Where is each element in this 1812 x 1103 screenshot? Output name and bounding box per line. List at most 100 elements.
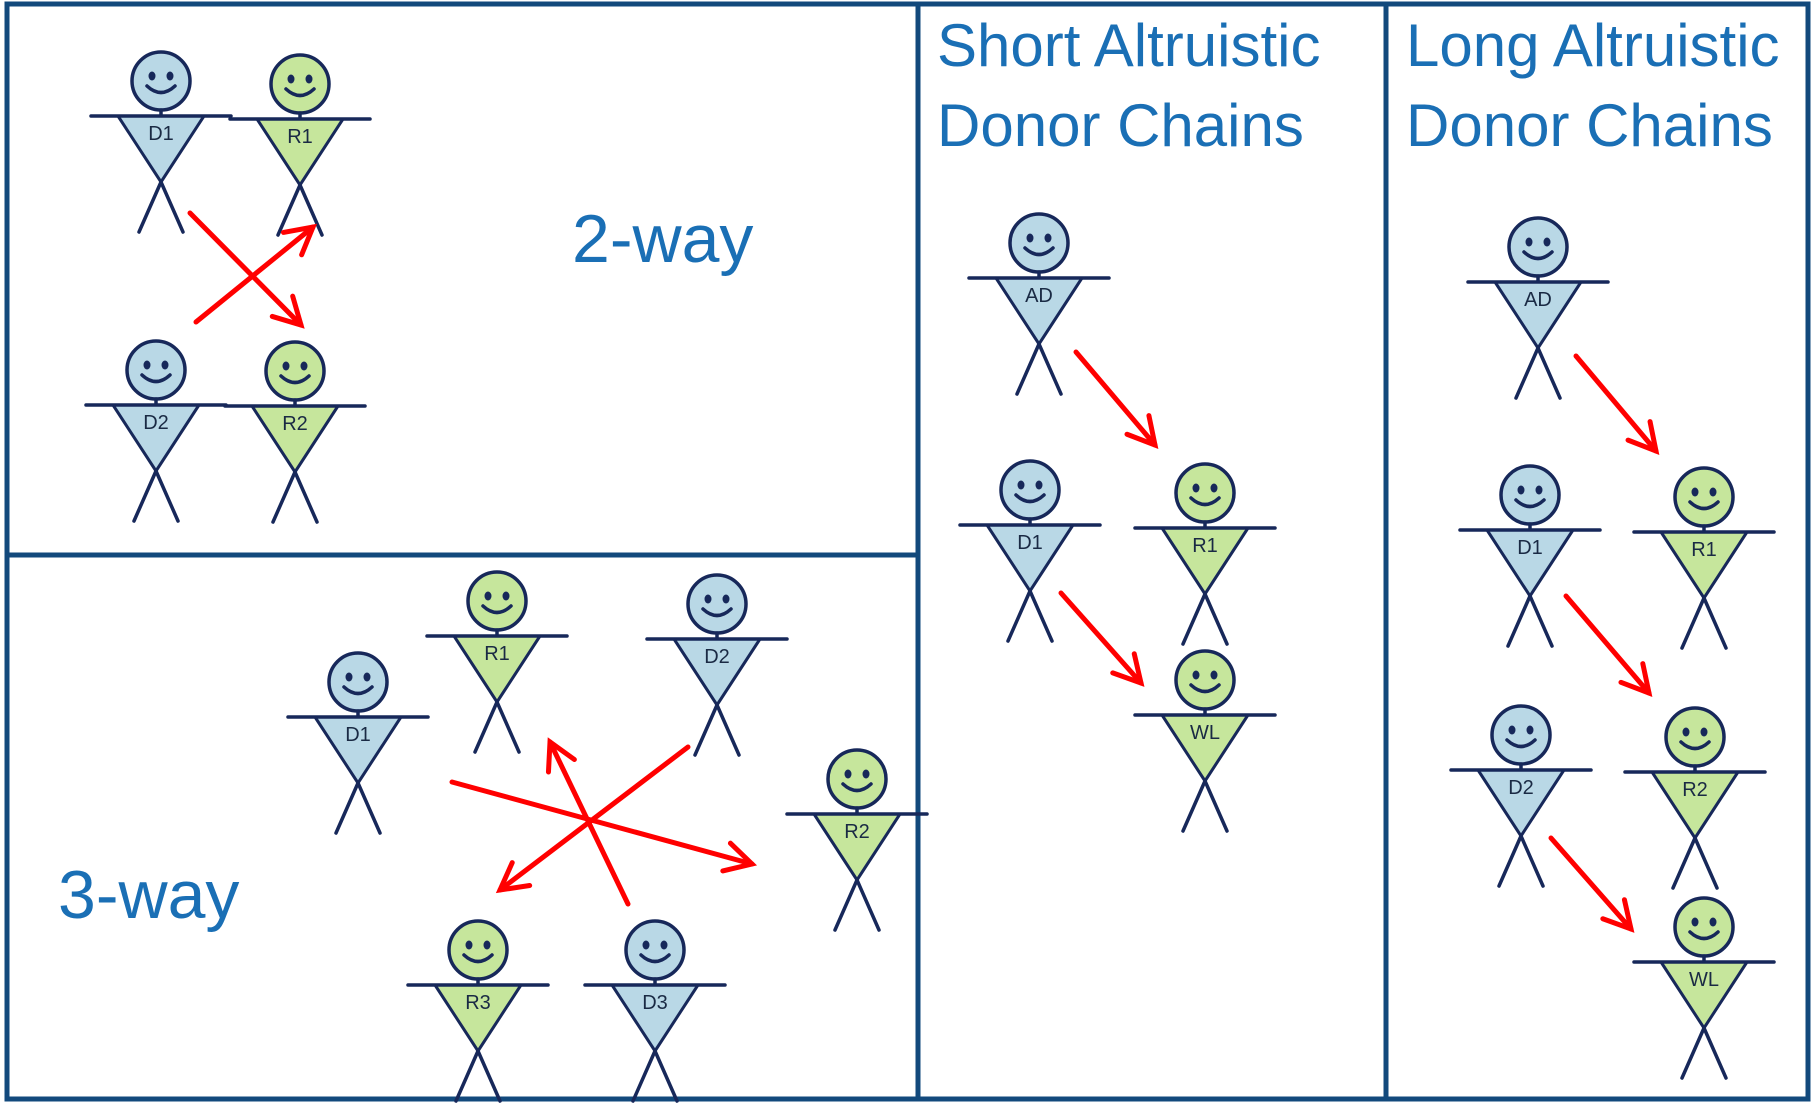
arrow-three-way-d3-to-r1 (545, 737, 631, 907)
person-long-chain-wl: WL (1632, 896, 1776, 1080)
left-leg-line (1006, 589, 1032, 643)
smiley-head-icon (624, 919, 686, 981)
eye-icon (1192, 483, 1200, 493)
smiley-head-icon (1664, 706, 1726, 768)
left-leg-line (833, 878, 859, 932)
arrow-short-chain-d1-to-wl (1058, 590, 1145, 687)
person-label: AD (1025, 285, 1053, 307)
smile-icon (140, 373, 172, 384)
person-label: AD (1524, 289, 1552, 311)
eye-icon (704, 594, 712, 604)
arrows-layer (187, 210, 1660, 933)
right-leg-line (1028, 589, 1054, 643)
eye-icon (305, 74, 313, 84)
arrowhead-icon (1600, 897, 1635, 933)
eye-icon (166, 71, 174, 81)
smile-icon (145, 84, 177, 95)
smiley-head-icon (826, 748, 888, 810)
eye-icon (465, 940, 473, 950)
person-label: D2 (1508, 777, 1534, 799)
arrowhead-icon (269, 293, 305, 329)
eye-icon (483, 940, 491, 950)
person-label: R2 (1682, 779, 1708, 801)
left-leg-line (693, 703, 719, 757)
smiley-head-icon (125, 339, 187, 401)
smile-icon (342, 685, 374, 696)
three-way-people: R1 D2 D1 R2 R3 D3 (286, 570, 929, 1103)
eye-icon (862, 769, 870, 779)
smiley-head-icon (327, 651, 389, 713)
eye-icon (1691, 917, 1699, 927)
smile-icon (1189, 683, 1221, 694)
two-way-label: 2-way (572, 201, 753, 277)
left-leg-line (1497, 834, 1523, 888)
panel-borders (4, 1, 1811, 1102)
person-label: WL (1190, 722, 1220, 744)
arrow-shaft (1073, 349, 1158, 448)
eye-icon (484, 591, 492, 601)
eye-icon (1508, 725, 1516, 735)
right-leg-line (855, 878, 881, 932)
eye-icon (660, 940, 668, 950)
eye-icon (1517, 485, 1525, 495)
eye-icon (1709, 487, 1717, 497)
arrow-two-way-d2-to-r1 (193, 223, 318, 325)
eye-icon (1535, 485, 1543, 495)
eye-icon (722, 594, 730, 604)
eye-icon (282, 361, 290, 371)
smiley-head-icon (269, 53, 331, 115)
arrow-shaft (1573, 353, 1659, 454)
smile-icon (1522, 250, 1554, 261)
two-way-people: D1 R1 D2 R2 (84, 50, 372, 524)
smiley-head-icon (447, 919, 509, 981)
short-chain-title-line1: Short Altruistic (937, 12, 1320, 79)
eye-icon (1691, 487, 1699, 497)
smile-icon (701, 607, 733, 618)
arrow-two-way-d1-to-r2 (187, 210, 305, 329)
three-way-label: 3-way (58, 857, 239, 933)
smile-icon (481, 604, 513, 615)
eye-icon (1192, 670, 1200, 680)
eye-icon (345, 672, 353, 682)
person-label: R2 (844, 821, 870, 843)
eye-icon (1044, 233, 1052, 243)
arrow-short-chain-ad-to-r1 (1073, 349, 1159, 449)
right-leg-line (1702, 596, 1728, 650)
person-short-chain-d1: D1 (958, 459, 1102, 643)
arrow-long-chain-d1-to-r2 (1563, 593, 1653, 697)
person-short-chain-wl: WL (1133, 649, 1277, 833)
arrowhead-icon (280, 223, 318, 258)
arrowhead-icon (1618, 661, 1653, 697)
eye-icon (287, 74, 295, 84)
smiley-head-icon (1673, 466, 1735, 528)
left-leg-line (271, 470, 297, 524)
left-leg-line (132, 469, 158, 523)
person-label: R1 (1192, 535, 1218, 557)
eye-icon (844, 769, 852, 779)
arrow-three-way-d2-to-r3 (495, 744, 691, 894)
eye-icon (642, 940, 650, 950)
people-layer: D1 R1 D2 R2 R1 D2 D1 R2 R3 D3 AD D1 R1 W… (84, 50, 1776, 1103)
person-three-way-d1: D1 (286, 651, 430, 835)
eye-icon (1543, 237, 1551, 247)
eye-icon (161, 360, 169, 370)
left-leg-line (1680, 596, 1706, 650)
left-leg-line (1506, 594, 1532, 648)
arrow-shaft (193, 224, 316, 325)
arrowhead-icon (495, 860, 533, 894)
eye-icon (1709, 917, 1717, 927)
person-long-chain-r1: R1 (1632, 466, 1776, 650)
smiley-head-icon (1499, 464, 1561, 526)
eye-icon (1210, 483, 1218, 493)
right-leg-line (154, 469, 180, 523)
smiley-head-icon (1174, 462, 1236, 524)
smiley-head-icon (1673, 896, 1735, 958)
eye-icon (1026, 233, 1034, 243)
long-chain-title-line1: Long Altruistic (1406, 12, 1780, 79)
short-chain-title-line2: Donor Chains (937, 92, 1304, 159)
left-leg-line (1181, 592, 1207, 646)
arrow-shaft (1058, 590, 1144, 686)
arrowhead-icon (720, 840, 758, 874)
smile-icon (1014, 493, 1046, 504)
smiley-head-icon (1490, 704, 1552, 766)
